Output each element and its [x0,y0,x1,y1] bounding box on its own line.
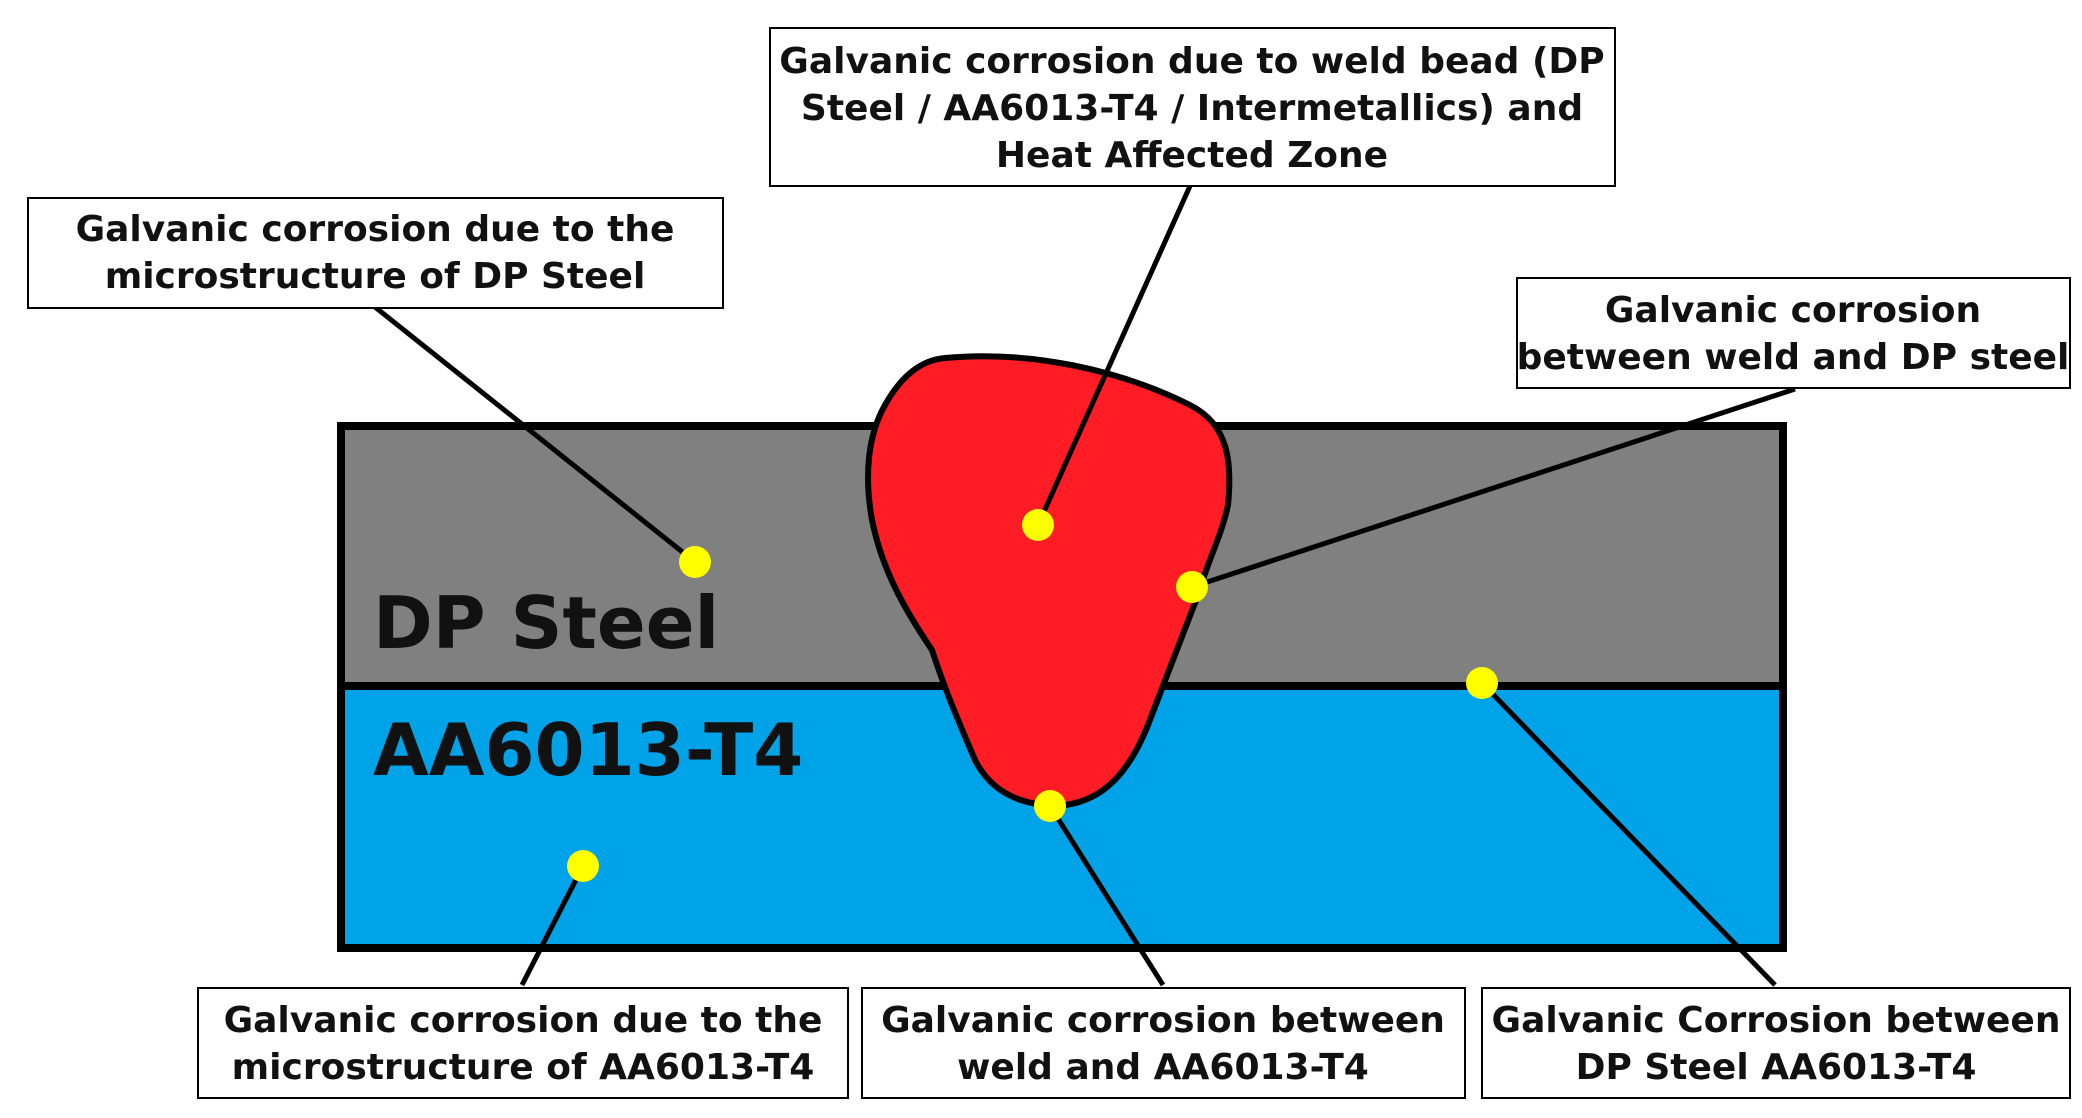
callout-weld-bead-line-3: Heat Affected Zone [996,135,1388,176]
callout-weld-bead-line-1: Galvanic corrosion due to weld bead (DP [779,41,1604,82]
callout-weld-bead-line-2: Steel / AA6013-T4 / Intermetallics) and [801,88,1583,129]
callout-al-micro-line-2: microstructure of AA6013-T4 [232,1047,815,1088]
leader-weld-steel [1191,386,1796,590]
leader-steel-al [1480,681,1777,987]
callout-steel-al: Galvanic Corrosion between DP Steel AA60… [1481,987,2071,1099]
dp-steel-label: DP Steel [373,581,719,665]
weld-bead [865,353,1233,809]
markers [567,509,1498,882]
leader-steel-micro [373,305,697,564]
callout-weld-steel-line-2: between weld and DP steel [1517,337,2070,378]
callout-steel-al-line-2: DP Steel AA6013-T4 [1576,1047,1977,1088]
callout-steel-al-line-1: Galvanic Corrosion between [1492,1000,2061,1041]
marker-al-micro [567,850,599,882]
leader-weld-bead [1035,184,1193,527]
callout-weld-al-line-2: weld and AA6013-T4 [957,1047,1369,1088]
callout-weld-steel-line-1: Galvanic corrosion [1605,290,1981,331]
callout-steel-micro: Galvanic corrosion due to the microstruc… [27,197,724,309]
aa6013-label: AA6013-T4 [373,708,803,792]
callout-weld-al: Galvanic corrosion between weld and AA60… [861,987,1466,1099]
leader-al-micro [519,864,586,987]
callout-weld-bead: Galvanic corrosion due to weld bead (DP … [769,27,1616,187]
leader-lines [373,184,1796,987]
marker-weld-steel [1176,571,1208,603]
callout-steel-micro-line-2: microstructure of DP Steel [105,256,646,297]
callout-weld-al-line-1: Galvanic corrosion between [881,1000,1445,1041]
leader-weld-al [1047,804,1166,987]
marker-weld-bead [1022,509,1054,541]
callout-steel-micro-line-1: Galvanic corrosion due to the [76,209,675,250]
callout-weld-steel: Galvanic corrosion between weld and DP s… [1516,277,2071,389]
marker-weld-al [1034,790,1066,822]
marker-steel-al [1466,667,1498,699]
callout-al-micro-line-1: Galvanic corrosion due to the [224,1000,823,1041]
callout-al-micro: Galvanic corrosion due to the microstruc… [197,987,849,1099]
marker-steel-micro [679,546,711,578]
